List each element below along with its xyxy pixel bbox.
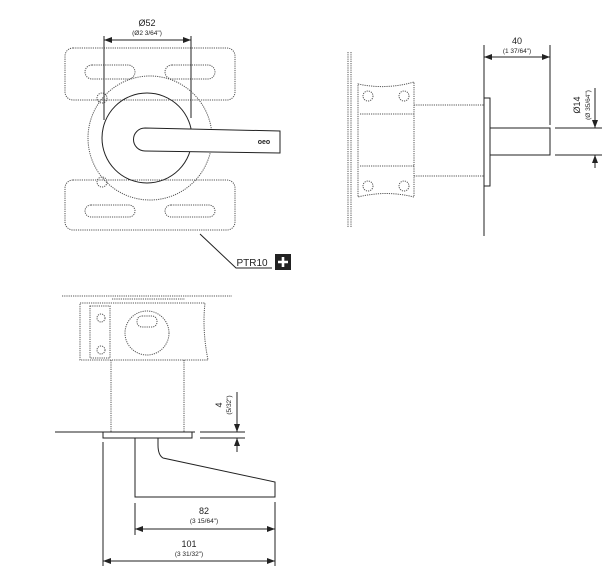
dim-rose-thickness: 4	[214, 402, 224, 407]
side-view: 40 (1 37/64") Ø14 (Ø 35/64")	[347, 36, 602, 236]
lever-side	[134, 437, 276, 498]
mounting-plate-top	[64, 47, 236, 101]
lock-body-bottom	[79, 302, 209, 361]
dim-total-length: 101	[181, 539, 196, 549]
rose-side	[483, 97, 491, 187]
dim-projection-imperial: (1 37/64")	[503, 48, 531, 55]
bottom-view: 4 (5/32") 82 (3 15/64") 101 (3 31/32")	[55, 295, 276, 566]
dim-total-length-imperial: (3 31/32")	[175, 551, 203, 558]
lock-body-side	[357, 81, 415, 198]
accessory-label: PTR10	[236, 258, 268, 269]
dim-spindle: Ø14	[572, 96, 582, 113]
rose-bottom	[102, 431, 193, 439]
brand-logo: oeo	[258, 139, 270, 146]
mounting-plate-bottom	[64, 179, 236, 231]
dim-lever-length-imperial: (3 15/64")	[190, 518, 218, 525]
lever	[133, 127, 281, 154]
dim-spindle-imperial: (Ø 35/64")	[585, 90, 592, 120]
plus-icon[interactable]	[275, 254, 291, 270]
dim-rose-diameter-imperial: (Ø2 3/64")	[132, 30, 162, 37]
leader-line	[199, 233, 272, 269]
front-view: oeo Ø52 (Ø2 3/64") PTR10	[64, 18, 291, 270]
dim-rose-thickness-imperial: (5/32")	[226, 395, 233, 414]
spindle	[489, 127, 551, 156]
dim-lever-length: 82	[199, 506, 209, 516]
dim-rose-diameter: Ø52	[138, 18, 155, 28]
dim-projection: 40	[512, 36, 522, 46]
